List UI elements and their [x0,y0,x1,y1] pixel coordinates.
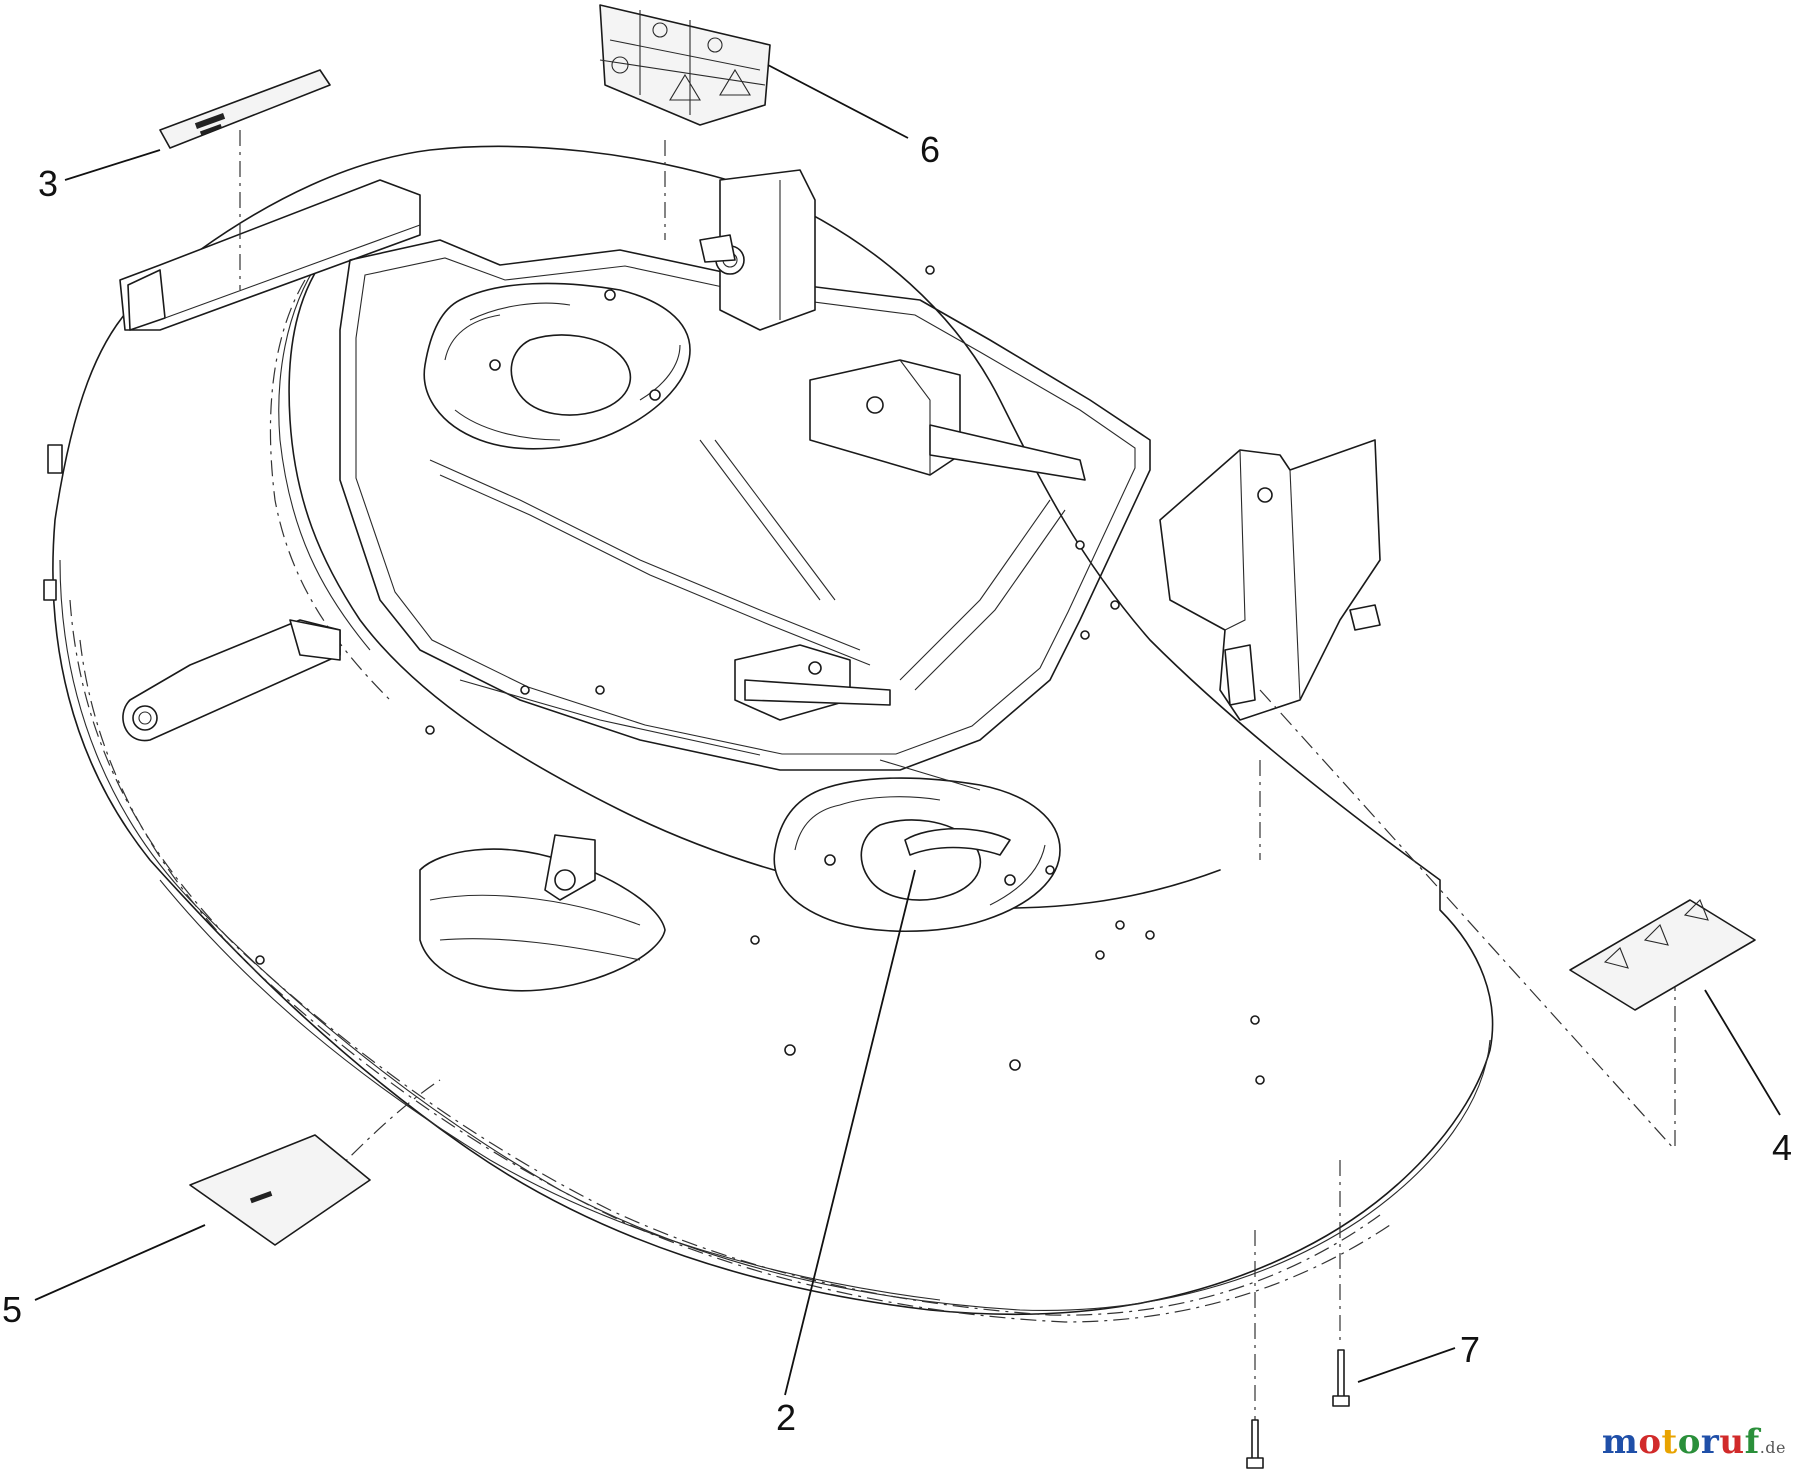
callout-labels: 2 3 4 5 6 7 [2,129,1792,1438]
baffle-insert [904,828,1011,856]
decal-4 [1569,899,1756,1011]
watermark-letter: o [1638,1422,1662,1462]
decal-3 [159,69,331,149]
watermark-letter: r [1700,1422,1720,1462]
leader-lines [34,64,1781,1396]
idler-bracket-lower [734,644,891,721]
deck-shell [43,145,1494,1323]
spindle-plate [255,239,1265,1085]
rear-spindle-housing [773,777,1061,932]
callout-3: 3 [38,163,58,204]
callout-6: 6 [920,129,940,170]
bolt-7 [1246,1349,1350,1469]
decal-6 [599,4,771,126]
callout-7: 7 [1460,1329,1480,1370]
callout-5: 5 [2,1289,22,1330]
decal-5 [189,1134,371,1246]
watermark-letter: f [1744,1422,1760,1462]
watermark-letter: u [1719,1422,1745,1462]
upper-mount-bracket [699,169,816,331]
watermark-letter: t [1661,1422,1678,1462]
watermark-letter: o [1677,1422,1701,1462]
watermark-letter: m [1601,1422,1639,1462]
idler-bracket-upper [809,359,1086,481]
front-spindle-housing [423,282,691,450]
watermark-suffix: .de [1759,1438,1786,1457]
callout-2: 2 [776,1397,796,1438]
watermark-letters: motoruf [1602,1422,1760,1462]
watermark-logo: motoruf.de [1602,1422,1786,1462]
callout-4: 4 [1772,1127,1792,1168]
